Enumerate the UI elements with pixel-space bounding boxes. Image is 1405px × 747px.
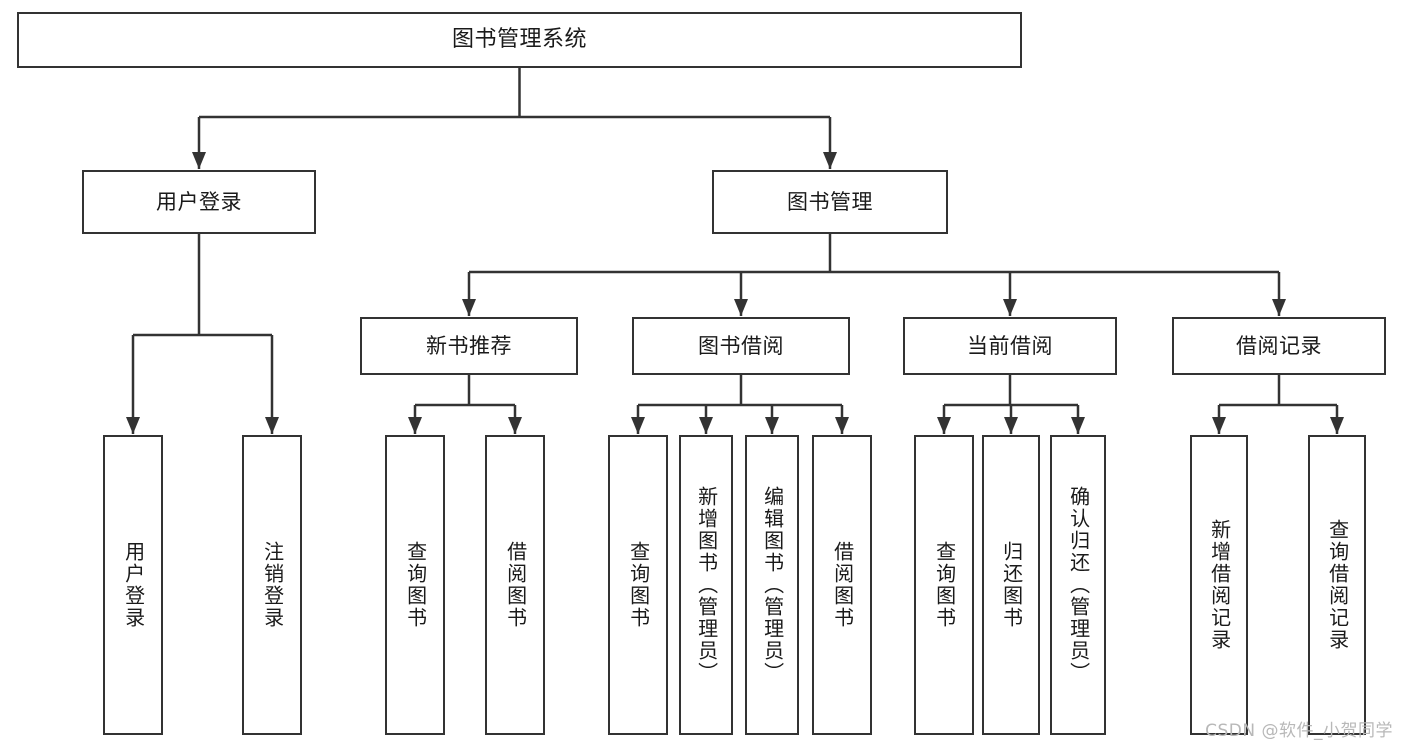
node-label: 借阅图书 <box>830 541 855 629</box>
node-l9[interactable]: 查询图书 <box>914 435 974 735</box>
node-label: 当前借阅 <box>967 333 1053 358</box>
arrowhead-icon <box>937 417 951 434</box>
arrowhead-icon <box>765 417 779 434</box>
node-l8[interactable]: 借阅图书 <box>812 435 872 735</box>
node-label: 借阅图书 <box>503 541 528 629</box>
node-label: 查询借阅记录 <box>1325 519 1350 651</box>
node-label: 查询图书 <box>403 541 428 629</box>
arrowhead-icon <box>835 417 849 434</box>
node-l1[interactable]: 用户登录 <box>103 435 163 735</box>
node-label: 图书管理系统 <box>451 27 587 53</box>
arrowhead-icon <box>823 152 837 169</box>
node-l10[interactable]: 归还图书 <box>982 435 1040 735</box>
node-label: 归还图书 <box>999 541 1024 629</box>
node-l11[interactable]: 确认归还（管理员） <box>1050 435 1106 735</box>
node-newrec[interactable]: 新书推荐 <box>360 317 578 375</box>
node-bookmgmt[interactable]: 图书管理 <box>712 170 948 234</box>
arrowhead-icon <box>508 417 522 434</box>
node-label: 新增图书（管理员） <box>694 486 719 684</box>
node-l4[interactable]: 借阅图书 <box>485 435 545 735</box>
node-label: 查询图书 <box>626 541 651 629</box>
arrowhead-icon <box>1212 417 1226 434</box>
node-label: 图书管理 <box>787 189 873 214</box>
node-l6[interactable]: 新增图书（管理员） <box>679 435 733 735</box>
arrowhead-icon <box>734 299 748 316</box>
node-borrow[interactable]: 图书借阅 <box>632 317 850 375</box>
arrowhead-icon <box>1004 417 1018 434</box>
arrowhead-icon <box>265 417 279 434</box>
node-label: 确认归还（管理员） <box>1066 486 1091 684</box>
arrowhead-icon <box>1272 299 1286 316</box>
node-label: 注销登录 <box>260 541 285 629</box>
node-l12[interactable]: 新增借阅记录 <box>1190 435 1248 735</box>
node-label: 图书借阅 <box>698 333 784 358</box>
arrowhead-icon <box>631 417 645 434</box>
node-records[interactable]: 借阅记录 <box>1172 317 1386 375</box>
node-label: 用户登录 <box>121 541 146 629</box>
arrowhead-icon <box>126 417 140 434</box>
node-root[interactable]: 图书管理系统 <box>17 12 1022 68</box>
arrowhead-icon <box>462 299 476 316</box>
node-label: 查询图书 <box>932 541 957 629</box>
arrowhead-icon <box>1071 417 1085 434</box>
node-login[interactable]: 用户登录 <box>82 170 316 234</box>
node-label: 新书推荐 <box>426 333 512 358</box>
arrowhead-icon <box>1003 299 1017 316</box>
node-current[interactable]: 当前借阅 <box>903 317 1117 375</box>
arrowhead-icon <box>408 417 422 434</box>
node-label: 用户登录 <box>156 189 242 214</box>
node-label: 编辑图书（管理员） <box>760 486 785 684</box>
node-l5[interactable]: 查询图书 <box>608 435 668 735</box>
node-l3[interactable]: 查询图书 <box>385 435 445 735</box>
node-label: 新增借阅记录 <box>1207 519 1232 651</box>
node-label: 借阅记录 <box>1236 333 1322 358</box>
arrowhead-icon <box>1330 417 1344 434</box>
arrowhead-icon <box>192 152 206 169</box>
node-l7[interactable]: 编辑图书（管理员） <box>745 435 799 735</box>
watermark: CSDN @软件_小贺同学 <box>1205 721 1393 741</box>
node-l2[interactable]: 注销登录 <box>242 435 302 735</box>
node-l13[interactable]: 查询借阅记录 <box>1308 435 1366 735</box>
arrowhead-icon <box>699 417 713 434</box>
